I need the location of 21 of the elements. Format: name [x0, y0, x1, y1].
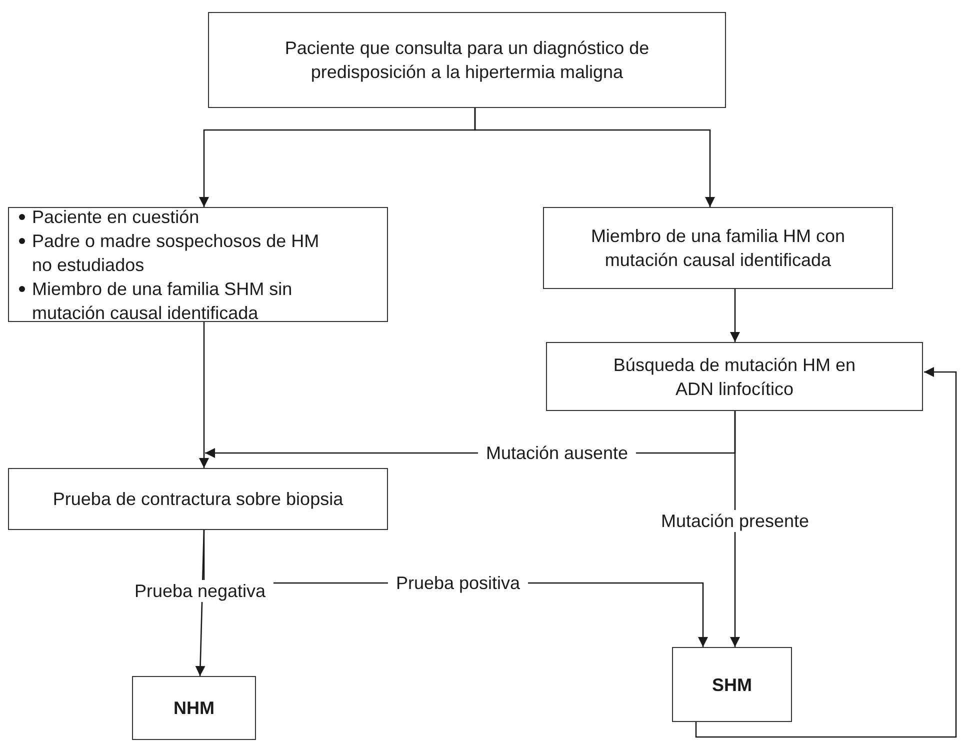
box-text: Miembro de una familia HM con mutación causal identificada [590, 225, 846, 272]
box-text: Búsqueda de mutación HM en ADN linfocítico [612, 354, 857, 400]
box-text: SHM [712, 674, 752, 696]
box-text: Prueba de contractura sobre biopsia [52, 488, 344, 511]
arrow [695, 367, 957, 738]
arrow [199, 322, 209, 468]
process-box [208, 12, 726, 108]
outcome-box [132, 676, 256, 740]
outcome-box [672, 647, 792, 722]
process-box [546, 342, 923, 411]
list-item-text: Padre o madre sospechosos de HM no estudiados [32, 230, 320, 276]
arrow [730, 411, 740, 647]
list-item-text: Miembro de una familia SHM sin mutación causal identificada [32, 278, 294, 324]
box-text: NHM [174, 697, 214, 720]
arrow [474, 108, 715, 207]
list-item-text: Paciente en cuestión [32, 206, 200, 228]
process-box [8, 207, 388, 322]
process-box [543, 207, 893, 289]
box-text: Paciente que consulta para un diagnóstico de predisposición a la hipertermia maligna [284, 37, 650, 84]
process-box [8, 468, 388, 530]
arrow [730, 289, 740, 342]
